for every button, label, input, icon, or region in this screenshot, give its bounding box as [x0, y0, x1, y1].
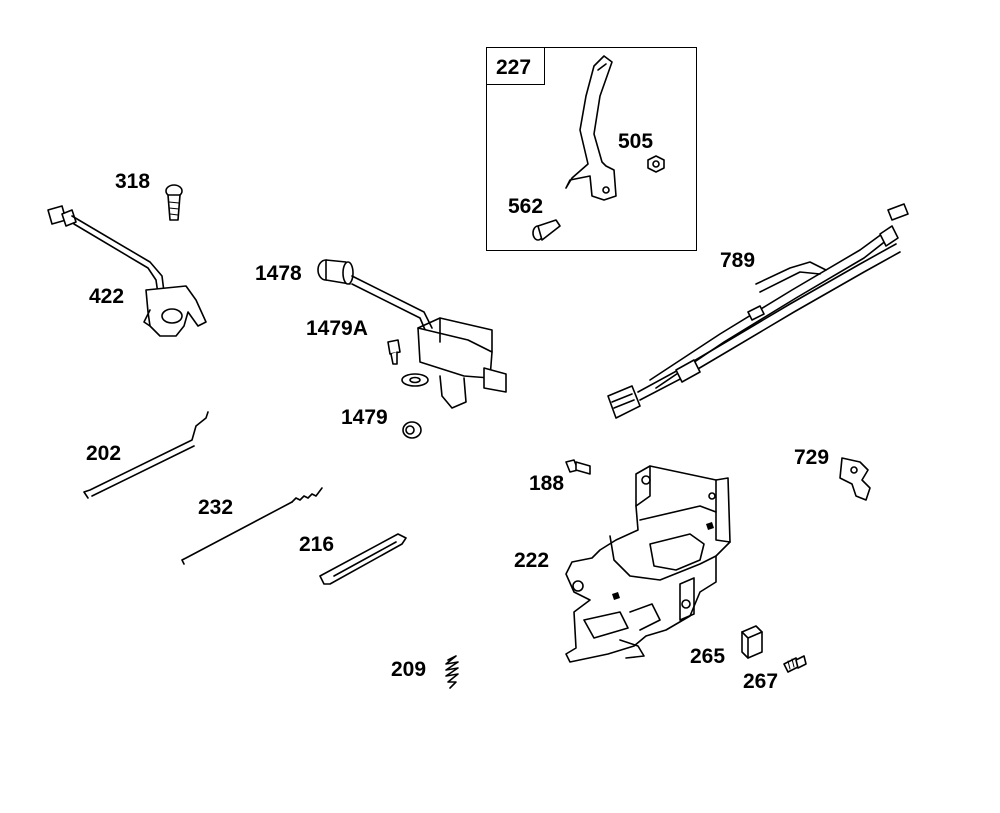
label-1478: 1478 [255, 262, 302, 285]
part-1479A-screw [387, 339, 401, 365]
label-1479A: 1479A [306, 317, 368, 340]
inset-box-227: 227 [486, 47, 697, 251]
part-1478-solenoid [317, 259, 507, 409]
part-729-clip [839, 457, 871, 501]
part-202-rod [83, 411, 209, 499]
label-232: 232 [198, 496, 234, 519]
part-505-nut [647, 155, 665, 173]
part-227-lever [565, 55, 617, 201]
label-222: 222 [514, 549, 550, 572]
part-318-bolt [165, 184, 183, 221]
part-562-pin [532, 219, 561, 241]
label-422: 422 [89, 285, 125, 308]
part-422-lever [47, 205, 207, 337]
inset-title-box: 227 [487, 48, 545, 85]
label-216: 216 [299, 533, 335, 556]
part-1479-nut [402, 421, 422, 439]
label-562: 562 [508, 195, 544, 218]
label-789: 789 [720, 249, 756, 272]
part-216-bracket [319, 533, 407, 585]
label-318: 318 [115, 170, 151, 193]
label-1479: 1479 [341, 406, 388, 429]
part-267-screw [783, 655, 807, 673]
part-209-spring [445, 655, 459, 689]
label-729: 729 [794, 446, 830, 469]
part-222-bracket [565, 465, 731, 663]
label-209: 209 [391, 658, 427, 681]
part-789-harness [607, 203, 909, 419]
label-202: 202 [86, 442, 122, 465]
part-188-screw [565, 459, 591, 475]
inset-title: 227 [496, 56, 532, 79]
part-232-link [181, 487, 323, 565]
label-505: 505 [618, 130, 654, 153]
label-188: 188 [529, 472, 565, 495]
part-265-block [741, 625, 763, 659]
label-267: 267 [743, 670, 779, 693]
label-265: 265 [690, 645, 726, 668]
